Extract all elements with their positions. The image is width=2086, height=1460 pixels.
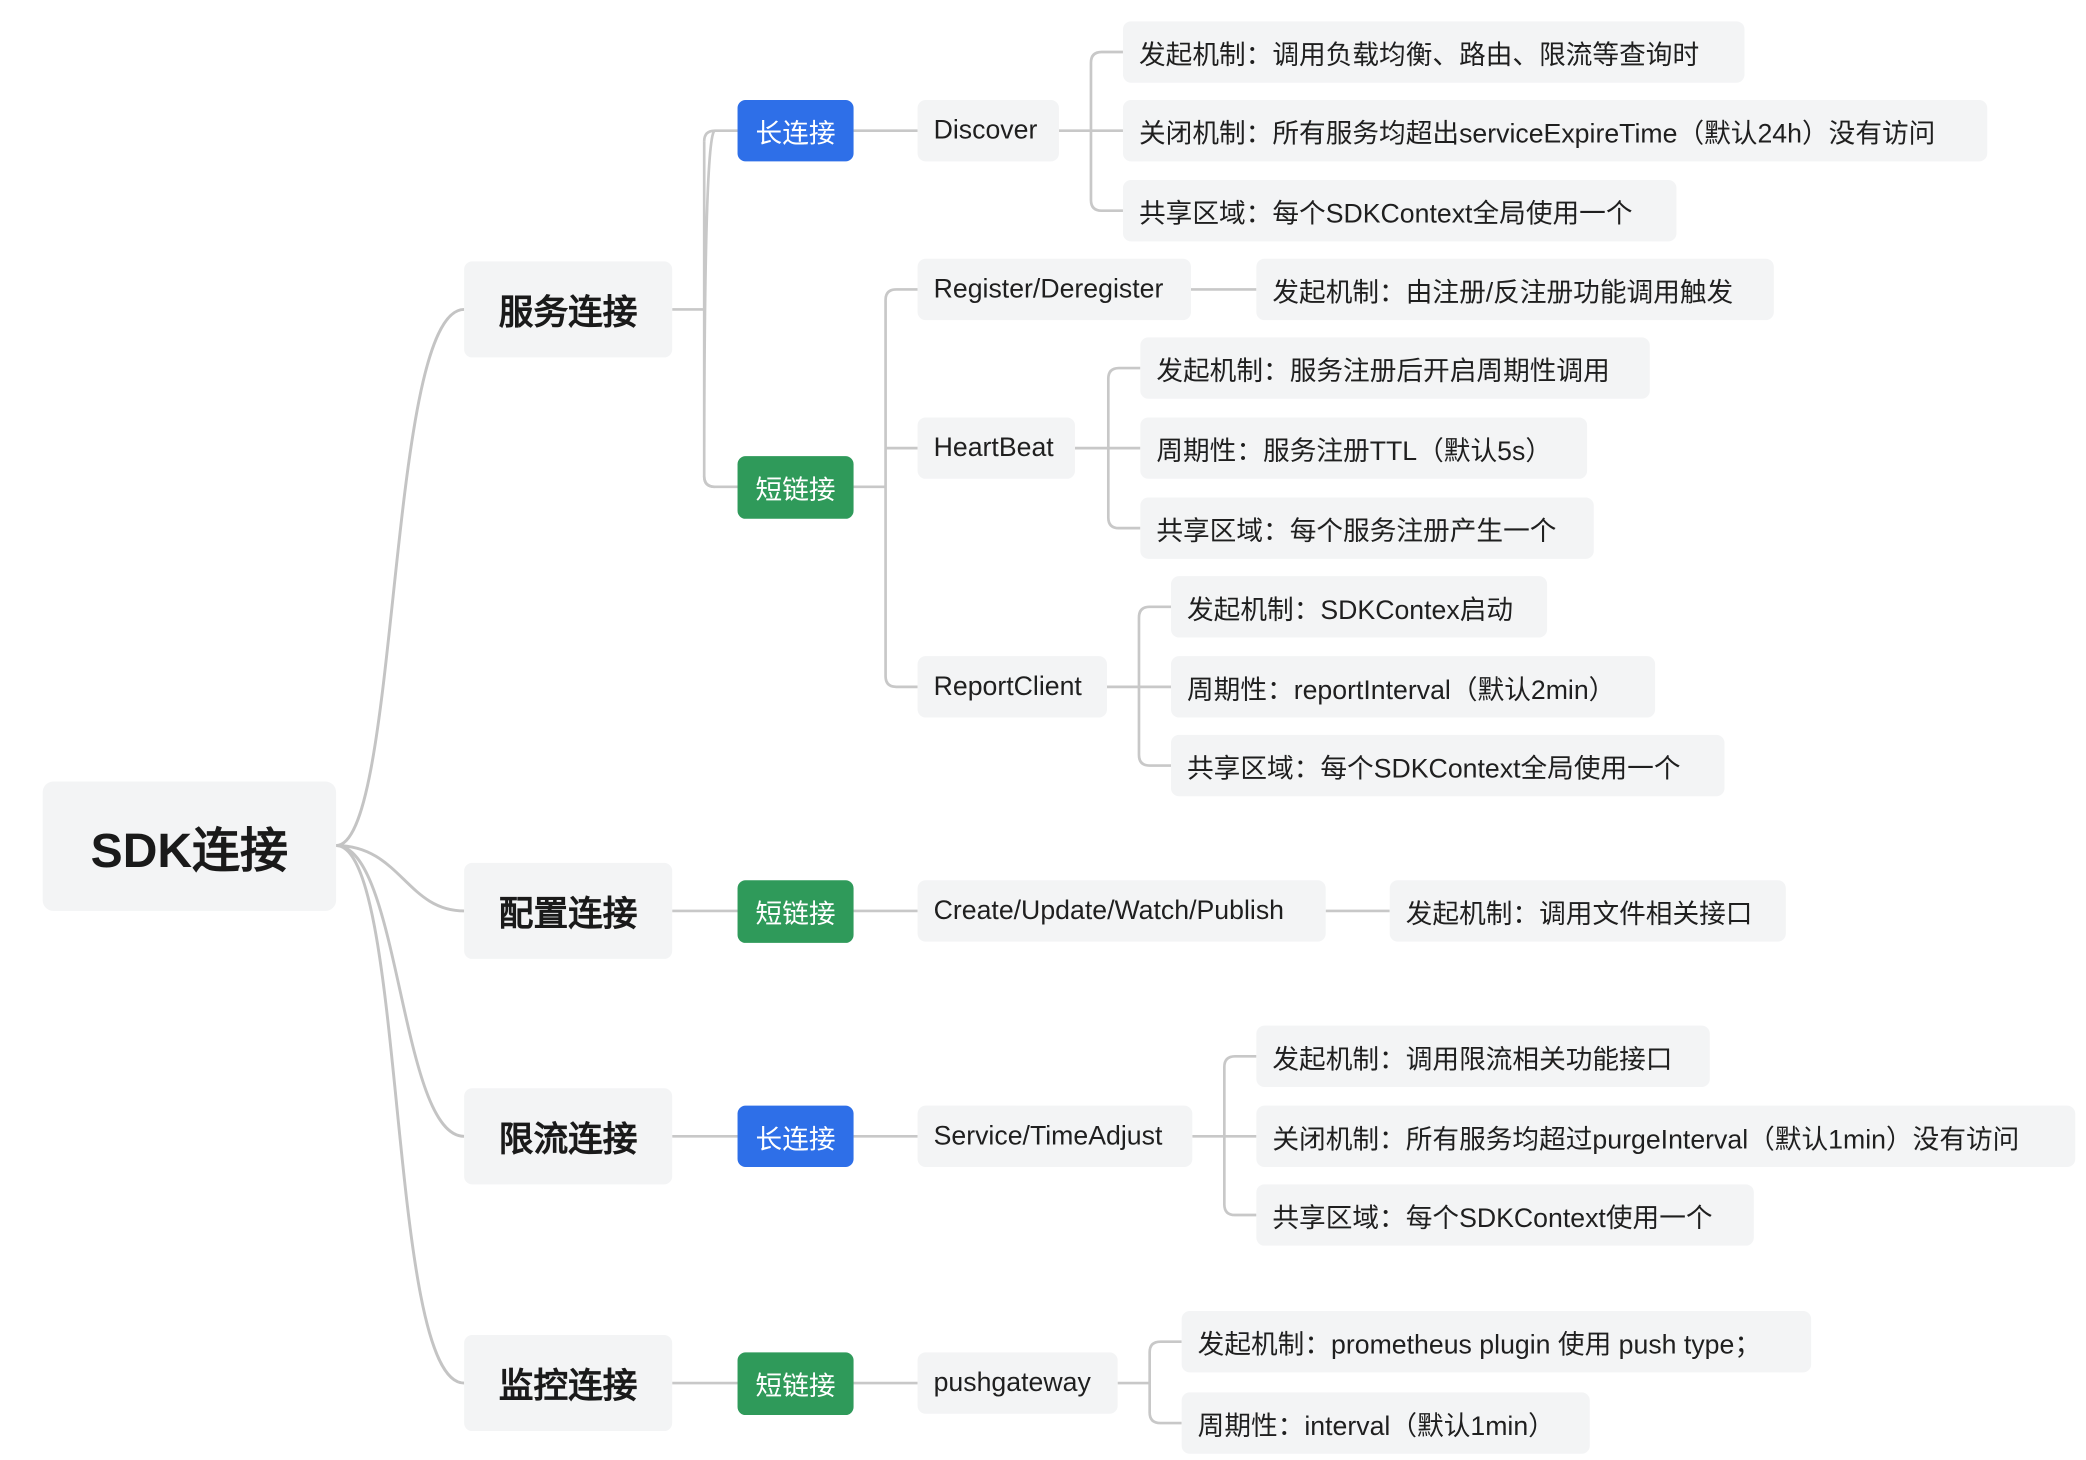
root-node[interactable]: SDK连接 bbox=[42, 781, 337, 911]
link-root-service bbox=[335, 307, 465, 848]
link-discover-leaves bbox=[1058, 50, 1123, 213]
tag-long-service[interactable]: 长连接 bbox=[737, 100, 854, 162]
leaf-monitor-trigger[interactable]: 发起机制：prometheus plugin 使用 push type； bbox=[1181, 1311, 1812, 1373]
group-service[interactable]: 服务连接 bbox=[464, 261, 673, 358]
leaf-heartbeat-period[interactable]: 周期性：服务注册TTL（默认5s） bbox=[1140, 417, 1588, 479]
node-config-ops[interactable]: Create/Update/Watch/Publish bbox=[917, 880, 1326, 942]
leaf-ratelimit-share[interactable]: 共享区域：每个SDKContext使用一个 bbox=[1256, 1184, 1754, 1246]
tag-short-service[interactable]: 短链接 bbox=[737, 456, 854, 519]
link-root-config bbox=[336, 844, 465, 913]
link-service-trunk bbox=[702, 129, 715, 489]
group-monitor[interactable]: 监控连接 bbox=[464, 1335, 673, 1432]
leaf-report-share[interactable]: 共享区域：每个SDKContext全局使用一个 bbox=[1170, 734, 1725, 797]
link-heartbeat-leaves bbox=[1074, 366, 1141, 530]
leaf-monitor-period[interactable]: 周期性：interval（默认1min） bbox=[1181, 1392, 1590, 1454]
tag-long-ratelimit[interactable]: 长连接 bbox=[737, 1105, 854, 1167]
node-discover[interactable]: Discover bbox=[917, 100, 1059, 162]
link-root-ratelimit bbox=[335, 844, 465, 1138]
node-register[interactable]: Register/Deregister bbox=[917, 258, 1191, 321]
leaf-config-trigger[interactable]: 发起机制：调用文件相关接口 bbox=[1389, 880, 1786, 942]
node-heartbeat[interactable]: HeartBeat bbox=[917, 417, 1075, 479]
leaf-heartbeat-trigger[interactable]: 发起机制：服务注册后开启周期性调用 bbox=[1140, 337, 1650, 399]
link-ratelimit-leaves bbox=[1192, 1054, 1257, 1217]
tag-short-config[interactable]: 短链接 bbox=[737, 880, 854, 943]
leaf-discover-trigger[interactable]: 发起机制：调用负载均衡、路由、限流等查询时 bbox=[1122, 21, 1745, 83]
leaf-register-trigger[interactable]: 发起机制：由注册/反注册功能调用触发 bbox=[1256, 258, 1774, 321]
link-report-leaves bbox=[1106, 605, 1171, 767]
link-service-tags bbox=[672, 129, 738, 489]
leaf-discover-close[interactable]: 关闭机制：所有服务均超出serviceExpireTime（默认24h）没有访问 bbox=[1122, 100, 1988, 162]
link-monitor-leaves bbox=[1117, 1340, 1182, 1425]
group-ratelimit[interactable]: 限流连接 bbox=[464, 1088, 673, 1185]
node-time-adjust[interactable]: Service/TimeAdjust bbox=[917, 1105, 1193, 1167]
node-pushgateway[interactable]: pushgateway bbox=[917, 1352, 1118, 1414]
node-reportclient[interactable]: ReportClient bbox=[917, 656, 1107, 718]
group-config[interactable]: 配置连接 bbox=[464, 862, 673, 959]
leaf-heartbeat-share[interactable]: 共享区域：每个服务注册产生一个 bbox=[1140, 497, 1594, 559]
tag-short-monitor[interactable]: 短链接 bbox=[737, 1352, 854, 1416]
link-root-monitor bbox=[335, 844, 465, 1385]
link-short-service-nodes bbox=[853, 288, 918, 689]
leaf-ratelimit-close[interactable]: 关闭机制：所有服务均超过purgeInterval（默认1min）没有访问 bbox=[1256, 1105, 2076, 1167]
leaf-report-trigger[interactable]: 发起机制：SDKContex启动 bbox=[1170, 576, 1548, 638]
leaf-discover-share[interactable]: 共享区域：每个SDKContext全局使用一个 bbox=[1122, 180, 1677, 242]
leaf-report-period[interactable]: 周期性：reportInterval（默认2min） bbox=[1170, 656, 1656, 718]
leaf-ratelimit-trigger[interactable]: 发起机制：调用限流相关功能接口 bbox=[1256, 1025, 1710, 1087]
